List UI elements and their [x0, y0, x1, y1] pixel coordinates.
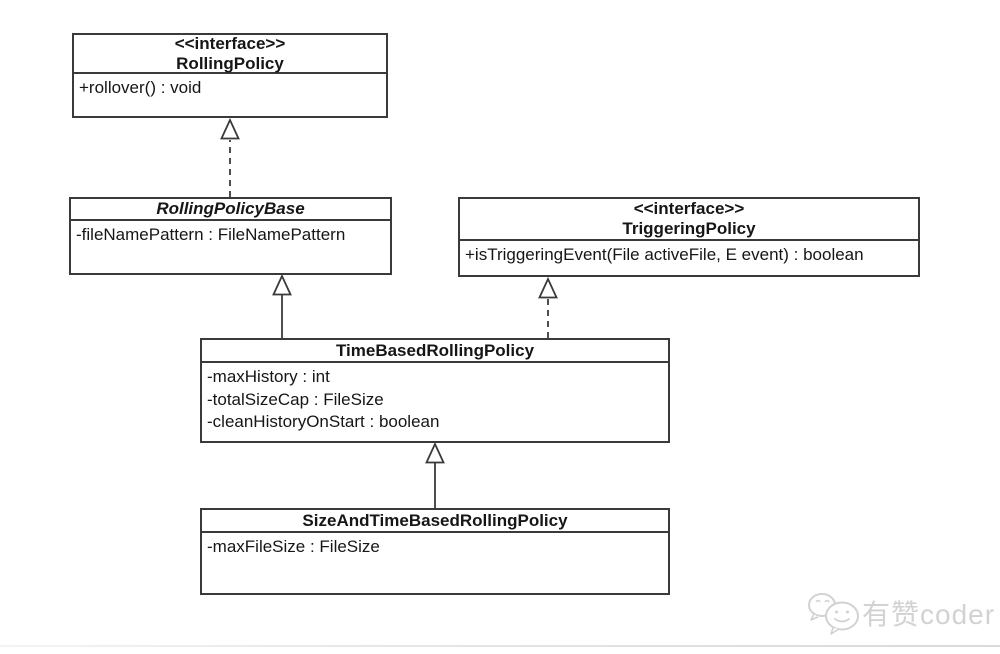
watermark: 有赞coder: [806, 590, 995, 636]
class-name: RollingPolicy: [176, 53, 284, 73]
generalization-arrow-sizeandtime-to-timebased: [425, 441, 445, 508]
member-line: -fileNamePattern : FileNamePattern: [76, 225, 346, 244]
class-header: SizeAndTimeBasedRollingPolicy: [202, 510, 668, 533]
wechat-icon: [808, 593, 859, 635]
members-compartment: -maxFileSize : FileSize: [202, 533, 668, 593]
class-box-sizeandtimebasedrollingpolicy: SizeAndTimeBasedRollingPolicy -maxFileSi…: [200, 508, 670, 595]
watermark-text: 有赞coder: [862, 599, 996, 630]
class-header: RollingPolicyBase: [71, 199, 390, 221]
generalization-arrow-timebased-to-rollingpolicybase: [272, 273, 292, 338]
realization-arrow-rollingpolicybase-to-rollingpolicy: [220, 117, 240, 197]
member-line: +isTriggeringEvent(File activeFile, E ev…: [465, 245, 864, 264]
class-name: SizeAndTimeBasedRollingPolicy: [302, 510, 568, 530]
class-header: <<interface>> TriggeringPolicy: [460, 199, 918, 241]
member-line: -cleanHistoryOnStart : boolean: [207, 412, 440, 431]
stereotype-label: <<interface>>: [633, 199, 745, 218]
class-name: TimeBasedRollingPolicy: [335, 340, 535, 360]
member-line: -maxFileSize : FileSize: [207, 537, 380, 556]
bottom-divider-line: [0, 645, 1000, 647]
member-line: -maxHistory : int: [207, 367, 330, 386]
class-box-rollingpolicy: <<interface>> RollingPolicy +rollover() …: [72, 33, 388, 118]
class-header: TimeBasedRollingPolicy: [202, 340, 668, 363]
class-name: RollingPolicyBase: [156, 199, 305, 218]
class-name: TriggeringPolicy: [622, 219, 756, 238]
members-compartment: -fileNamePattern : FileNamePattern: [71, 221, 390, 273]
members-compartment: +rollover() : void: [74, 74, 386, 116]
member-line: -totalSizeCap : FileSize: [207, 389, 384, 409]
members-compartment: -maxHistory : int -totalSizeCap : FileSi…: [202, 363, 668, 441]
member-line: +rollover() : void: [79, 78, 202, 97]
class-box-rollingpolicybase: RollingPolicyBase -fileNamePattern : Fil…: [69, 197, 392, 275]
class-header: <<interface>> RollingPolicy: [74, 33, 386, 74]
members-compartment: +isTriggeringEvent(File activeFile, E ev…: [460, 241, 918, 275]
stereotype-label: <<interface>>: [174, 33, 286, 53]
class-box-triggeringpolicy: <<interface>> TriggeringPolicy +isTrigge…: [458, 197, 920, 277]
realization-arrow-timebased-to-triggeringpolicy: [538, 276, 558, 338]
class-box-timebasedrollingpolicy: TimeBasedRollingPolicy -maxHistory : int…: [200, 338, 670, 443]
